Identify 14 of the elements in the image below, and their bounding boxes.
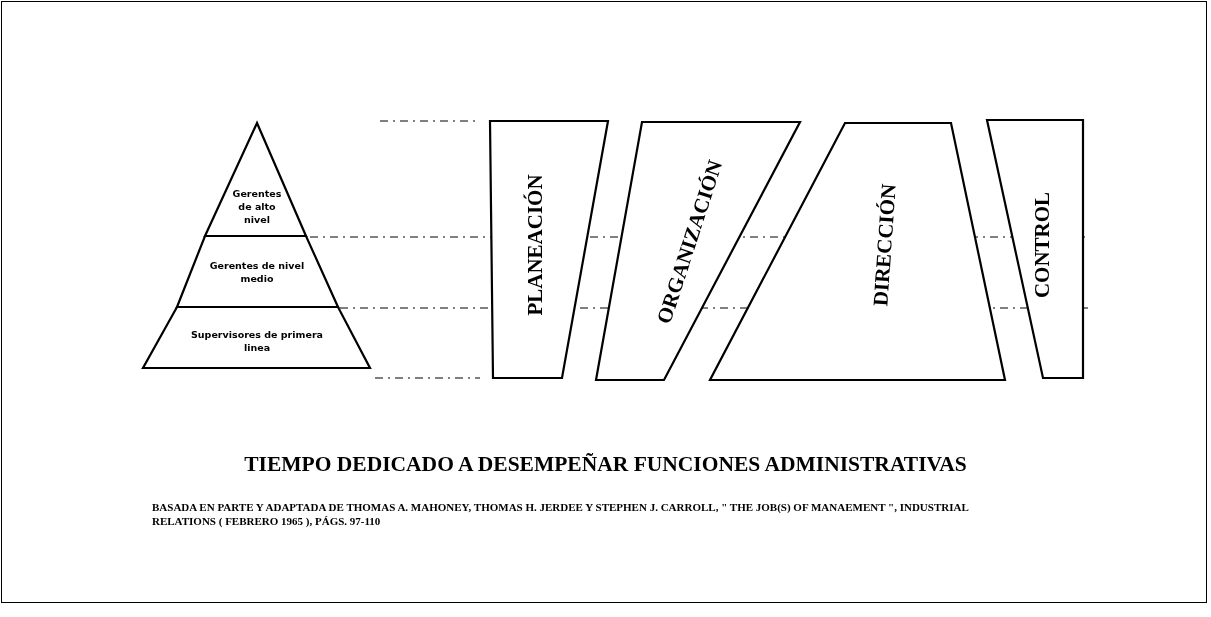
level-label: Supervisores de primera linea xyxy=(191,328,323,354)
function-label: DIRECCIÓN xyxy=(868,183,902,307)
trapezoid-band xyxy=(490,121,608,378)
pyramid-tier xyxy=(143,307,370,368)
source-caption: BASADA EN PARTE Y ADAPTADA DE THOMAS A. MAHONEY, THOMAS H. JERDEE Y STEPHEN J. CARROLL, " THE JOB(S) OF MANAEMENT ", INDUSTRIAL RELATIONS ( FEBRERO 1965 ), PÁGS. 97-110 xyxy=(152,500,970,528)
title: TIEMPO DEDICADO A DESEMPEÑAR FUNCIONES ADMINISTRATIVAS xyxy=(243,452,968,477)
trapezoid-band xyxy=(987,120,1083,378)
trapezoid-band xyxy=(596,122,800,380)
function-label: PLANEACIÓN xyxy=(522,174,548,316)
pyramid-tier xyxy=(205,123,306,236)
level-label: Gerentes de alto nivel xyxy=(231,186,283,226)
pyramid-tier xyxy=(177,236,338,307)
level-label: Gerentes de nivel medio xyxy=(208,259,306,285)
function-label: CONTROL xyxy=(1029,191,1055,299)
